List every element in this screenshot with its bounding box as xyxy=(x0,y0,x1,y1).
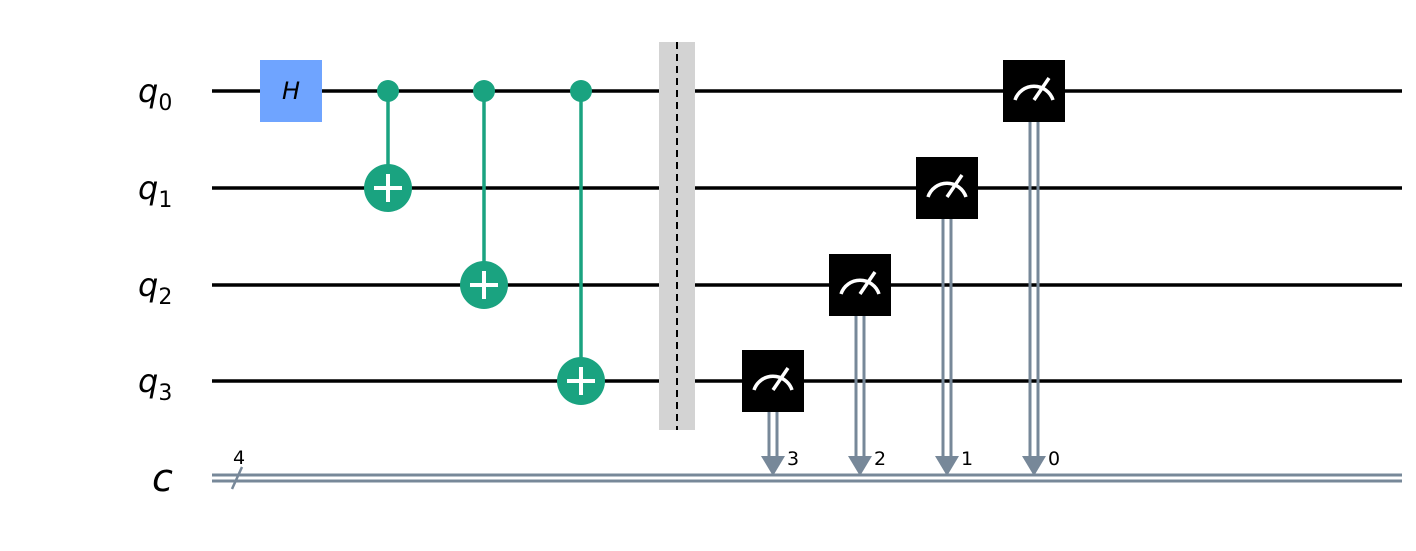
qubit-label-index: 3 xyxy=(158,381,172,406)
measure-gate-q3: 3 xyxy=(742,350,804,476)
measure-gate-q1: 1 xyxy=(916,157,978,476)
qubit-label-name: q xyxy=(138,266,158,304)
measure-box xyxy=(916,157,978,219)
qubit-label-q1: q1 xyxy=(138,169,172,213)
measure-box xyxy=(829,254,891,316)
measure-clbit-index: 1 xyxy=(961,448,973,470)
meter-arc-icon xyxy=(839,278,881,295)
classical-register-label: c xyxy=(152,456,173,500)
cx-control-dot xyxy=(570,80,592,102)
measure-clbit-index: 2 xyxy=(874,448,886,470)
cx-gate xyxy=(557,80,605,405)
qubit-label-q2: q2 xyxy=(138,266,172,310)
qubit-label-name: q xyxy=(138,72,158,110)
h-gate-label: H xyxy=(282,77,300,105)
measure-arrow-icon xyxy=(761,456,785,476)
h-gate-box xyxy=(260,60,322,122)
h-gate: H xyxy=(260,60,322,122)
measure-box xyxy=(742,350,804,412)
classical-register-size: 4 xyxy=(233,447,245,469)
measure-arrow-icon xyxy=(1022,456,1046,476)
meter-needle-icon xyxy=(945,174,964,198)
meter-arc-icon xyxy=(926,181,968,198)
wires-layer xyxy=(212,89,1402,483)
measure-clbit-index: 3 xyxy=(787,448,799,470)
cx-gate xyxy=(364,80,412,212)
bundle-slash xyxy=(230,466,244,490)
qubit-label-index: 1 xyxy=(158,188,172,213)
meter-needle-icon xyxy=(858,271,877,295)
qubit-label-q0: q0 xyxy=(138,72,172,116)
measure-gate-q2: 2 xyxy=(829,254,891,476)
cx-control-dot xyxy=(473,80,495,102)
barrier xyxy=(659,42,695,430)
qubit-label-q3: q3 xyxy=(138,362,172,406)
qubit-label-index: 2 xyxy=(158,285,172,310)
meter-needle-icon xyxy=(771,367,790,391)
cx-gate xyxy=(460,80,508,309)
meter-arc-icon xyxy=(752,374,794,391)
measure-box xyxy=(1003,60,1065,122)
gates-layer: H 3 2 1 0 xyxy=(260,42,1065,476)
cx-control-dot xyxy=(377,80,399,102)
measure-arrow-icon xyxy=(935,456,959,476)
meter-arc-icon xyxy=(1013,84,1055,101)
qubit-label-name: q xyxy=(138,362,158,400)
qubit-label-index: 0 xyxy=(158,91,172,116)
qubit-label-name: q xyxy=(138,169,158,207)
measure-clbit-index: 0 xyxy=(1048,448,1060,470)
meter-needle-icon xyxy=(1032,77,1051,101)
measure-gate-q0: 0 xyxy=(1003,60,1065,476)
measure-arrow-icon xyxy=(848,456,872,476)
